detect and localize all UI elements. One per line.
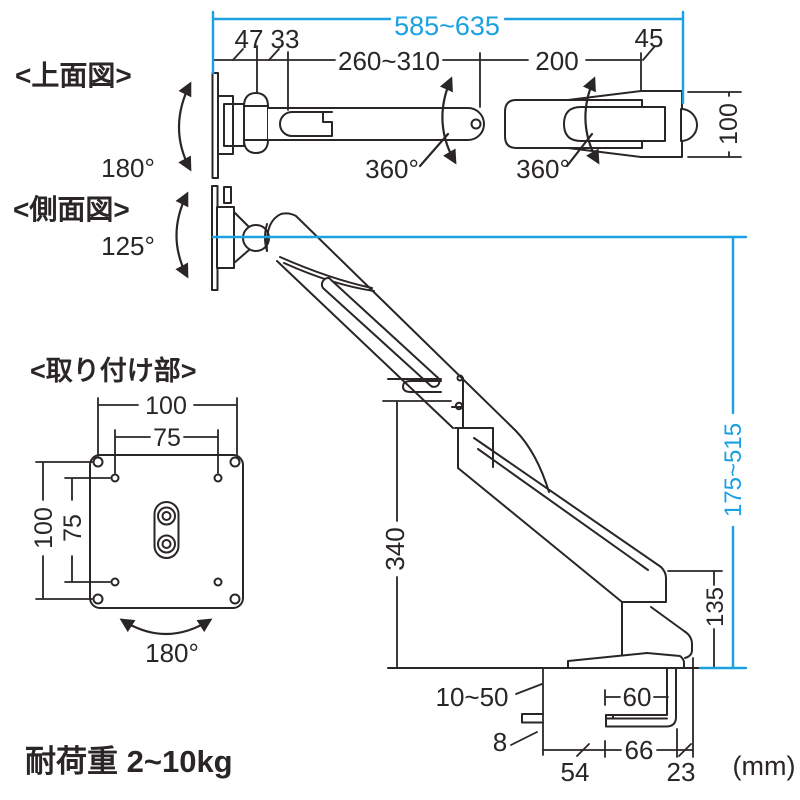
dim-200: 200 xyxy=(535,46,578,76)
labels: <上面図> 585~635 47 33 260~310 200 45 100 1… xyxy=(13,11,795,787)
dim-33: 33 xyxy=(271,24,300,54)
center-keyhole xyxy=(153,501,180,559)
swivel-barrel xyxy=(243,92,269,154)
dim-47: 47 xyxy=(235,24,264,54)
vesa-hole-75 xyxy=(110,577,120,587)
forearm-side-bottom xyxy=(457,467,623,603)
dim-clamp-range: 10~50 xyxy=(435,682,508,712)
forearm-side-top xyxy=(473,437,662,568)
dim-jaw-60: 60 xyxy=(623,682,652,712)
clamp-outer xyxy=(605,667,677,728)
mount-rotate-arc-180 xyxy=(119,618,213,636)
vesa-plate xyxy=(89,454,244,609)
dim-45: 45 xyxy=(635,23,664,53)
elbow-block xyxy=(454,427,494,469)
load-capacity-label: 耐荷重 2~10kg xyxy=(25,744,233,779)
tilt-arc-125 xyxy=(175,191,189,279)
vesa-hole-100 xyxy=(92,593,104,605)
vesa-hole-100 xyxy=(92,456,104,468)
gas-spring-slot xyxy=(320,277,441,388)
clamp-inner xyxy=(605,667,668,720)
dim-plate-8: 8 xyxy=(493,727,507,757)
angle-end-360: 360° xyxy=(516,154,570,184)
dim-base-66: 66 xyxy=(625,735,654,765)
dim-mount-h100: 100 xyxy=(30,507,58,549)
side-view-drawing xyxy=(211,185,716,728)
vesa-hole-75 xyxy=(213,577,223,587)
swivel-arc-180 xyxy=(177,81,192,172)
angle-mid-360: 360° xyxy=(365,154,419,184)
dim-pole-135: 135 xyxy=(702,587,729,627)
vesa-knob-top xyxy=(680,108,698,142)
dim-total-width: 585~635 xyxy=(394,11,500,41)
wrist-post xyxy=(621,566,667,660)
angle-base-180: 180° xyxy=(101,153,155,183)
dim-mount-w100: 100 xyxy=(145,392,187,420)
vesa-hole-75 xyxy=(213,473,223,483)
vesa-hole-100 xyxy=(229,593,241,605)
vesa-hole-75 xyxy=(110,473,120,483)
mount-plate-drawing xyxy=(89,454,244,609)
vesa-hole-100 xyxy=(229,456,241,468)
side-view-title: <側面図> xyxy=(13,194,130,225)
dim-mount-w75: 75 xyxy=(153,424,181,452)
dim-rise-340: 340 xyxy=(380,527,410,570)
dim-front-54: 54 xyxy=(561,757,590,787)
top-view-title: <上面図> xyxy=(15,60,132,91)
dim-height-range: 175~515 xyxy=(720,423,747,517)
angle-mount-180: 180° xyxy=(145,638,199,668)
rotate-arc-360-mid xyxy=(439,76,457,165)
dim-depth-100: 100 xyxy=(715,103,743,145)
mount-view-title: <取り付け部> xyxy=(30,355,197,386)
unit-label: (mm) xyxy=(733,751,796,781)
dim-mount-h75: 75 xyxy=(59,514,87,542)
dimension-lines xyxy=(35,45,742,758)
top-view-drawing xyxy=(211,72,698,179)
angle-tilt-125: 125° xyxy=(101,231,155,261)
dim-260-310: 260~310 xyxy=(338,46,440,76)
rotation-arrows xyxy=(119,76,600,636)
arm-top-edge xyxy=(265,212,517,432)
accent-dimension-lines xyxy=(211,10,748,670)
rotate-arc-360-end xyxy=(582,76,600,165)
joint-pivot-top xyxy=(470,118,482,130)
desk-foot xyxy=(567,652,685,669)
dim-back-23: 23 xyxy=(667,757,696,787)
